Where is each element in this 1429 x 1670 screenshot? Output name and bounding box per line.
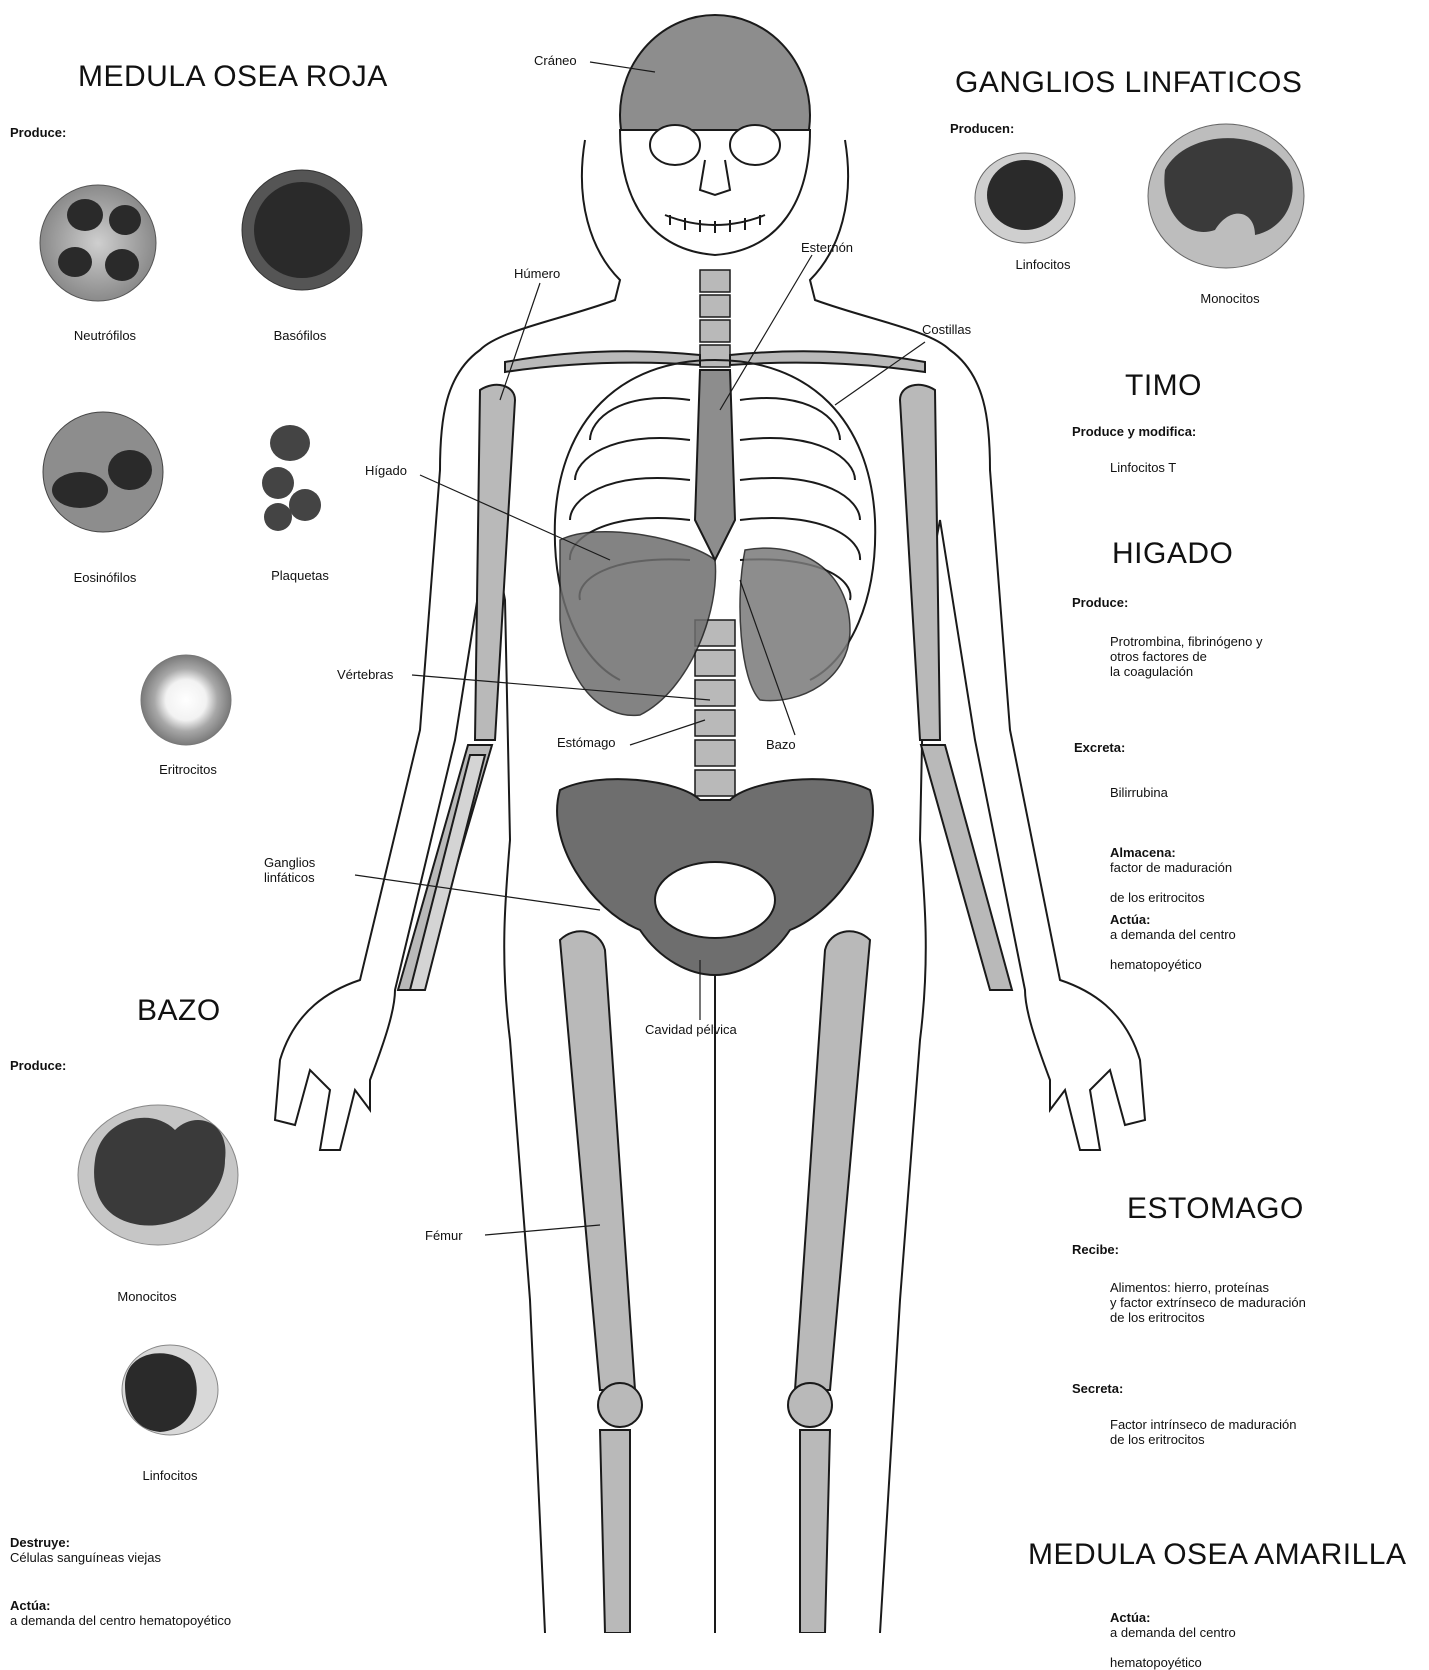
medula-roja-produce-label: Produce:	[10, 125, 66, 140]
higado-excreta-text: Bilirrubina	[1110, 785, 1168, 800]
bazo-produce-label: Produce:	[10, 1058, 66, 1073]
caption-plaquetas: Plaquetas	[235, 568, 365, 583]
estomago-recibe-label: Recibe:	[1072, 1242, 1119, 1257]
medula-amarilla-actua-label: Actúa:	[1110, 1610, 1150, 1625]
cell-basofilo	[242, 170, 362, 290]
timo-produce-label: Produce y modifica:	[1072, 424, 1196, 439]
estomago-recibe-text: Alimentos: hierro, proteínas y factor ex…	[1110, 1280, 1306, 1325]
ganglios-title: GANGLIOS LINFATICOS	[955, 66, 1302, 100]
label-higado: Hígado	[365, 463, 407, 478]
label-costillas: Costillas	[922, 322, 971, 337]
higado-actua: Actúa: a demanda del centro hematopoyéti…	[1110, 897, 1236, 972]
cell-ganglio-linfocito	[975, 153, 1075, 243]
cell-bazo-linfocito	[122, 1345, 218, 1435]
pelvic-cavity	[655, 862, 775, 938]
bazo-actua-text: a demanda del centro hematopoyético	[10, 1613, 231, 1628]
higado-produce-label: Produce:	[1072, 595, 1128, 610]
higado-excreta-label: Excreta:	[1074, 740, 1125, 755]
skull	[620, 15, 810, 255]
caption-basofilos: Basófilos	[235, 328, 365, 343]
label-esternon: Esternón	[801, 240, 853, 255]
medula-amarilla-title: MEDULA OSEA AMARILLA	[1028, 1538, 1406, 1572]
label-estomago: Estómago	[557, 735, 616, 750]
label-vertebras: Vértebras	[337, 667, 393, 682]
cell-eosinofilo	[43, 412, 163, 532]
cell-eritrocito	[141, 655, 231, 745]
timo-title: TIMO	[1125, 369, 1202, 403]
higado-almacena-text: factor de maduración	[1110, 860, 1232, 875]
caption-bazo-linfocitos: Linfocitos	[105, 1468, 235, 1483]
timo-text: Linfocitos T	[1110, 460, 1176, 475]
bazo-destruye-text: Células sanguíneas viejas	[10, 1550, 161, 1565]
bazo-actua-label: Actúa:	[10, 1598, 50, 1613]
caption-ganglios-linfocitos: Linfocitos	[978, 257, 1108, 272]
label-humero: Húmero	[514, 266, 560, 281]
caption-ganglios-monocitos: Monocitos	[1165, 291, 1295, 306]
estomago-title: ESTOMAGO	[1127, 1192, 1304, 1226]
cell-ganglio-monocito	[1148, 124, 1304, 268]
caption-bazo-monocitos: Monocitos	[82, 1289, 212, 1304]
estomago-secreta-text: Factor intrínseco de maduración de los e…	[1110, 1417, 1296, 1447]
cell-bazo-monocito	[78, 1105, 238, 1245]
caption-eritrocitos: Eritrocitos	[123, 762, 253, 777]
estomago-secreta-label: Secreta:	[1072, 1381, 1123, 1396]
cell-plaquetas	[262, 425, 321, 531]
label-femur: Fémur	[425, 1228, 463, 1243]
bazo-title: BAZO	[137, 994, 221, 1028]
bazo-destruye-label: Destruye:	[10, 1535, 70, 1550]
caption-eosinofilos: Eosinófilos	[40, 570, 170, 585]
higado-actua-text2: hematopoyético	[1110, 957, 1202, 972]
ganglios-produce-label: Producen:	[950, 121, 1014, 136]
higado-actua-label: Actúa:	[1110, 912, 1150, 927]
higado-almacena-label: Almacena:	[1110, 845, 1176, 860]
higado-almacena: Almacena: factor de maduración de los er…	[1110, 830, 1232, 905]
label-ganglios: Ganglios linfáticos	[264, 855, 315, 885]
stomach	[740, 548, 850, 701]
cell-neutrofilo	[40, 185, 156, 301]
label-bazo: Bazo	[766, 737, 796, 752]
medula-amarilla-actua-text2: hematopoyético	[1110, 1655, 1202, 1670]
higado-produce-text: Protrombina, fibrinógeno y otros factore…	[1110, 634, 1262, 679]
label-craneo: Cráneo	[534, 53, 577, 68]
higado-actua-text: a demanda del centro	[1110, 927, 1236, 942]
label-cavidad-pelvica: Cavidad pélvica	[645, 1022, 737, 1037]
sternum	[695, 370, 735, 560]
higado-title: HIGADO	[1112, 537, 1233, 571]
liver	[560, 532, 716, 716]
medula-roja-title: MEDULA OSEA ROJA	[78, 60, 388, 94]
skeleton-figure	[0, 0, 1429, 1633]
bazo-actua: Actúa: a demanda del centro hematopoyéti…	[10, 1583, 231, 1628]
caption-neutrofilos: Neutrófilos	[40, 328, 170, 343]
bazo-destruye: Destruye: Células sanguíneas viejas	[10, 1520, 161, 1565]
